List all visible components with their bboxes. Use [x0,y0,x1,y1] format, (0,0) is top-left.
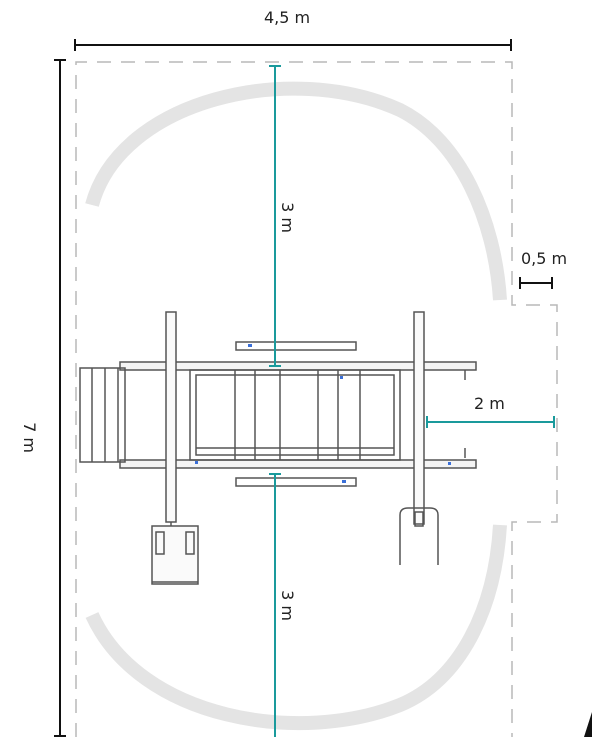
swing-arc-upper [85,81,507,301]
margin-dimension-line [519,277,553,289]
side-clearance-line [426,416,555,428]
length-dimension-line [54,59,66,737]
length-label: 7 m [19,422,39,453]
vertical-clearance-line [269,65,281,737]
equipment-structure [79,311,477,585]
upper-clearance-label: 3 m [277,202,297,233]
corner-arrow-icon [584,712,592,737]
lower-clearance-label: 3 m [277,590,297,621]
width-label: 4,5 m [264,8,311,27]
width-dimension-line [74,39,512,51]
equipment-highlights [195,344,451,483]
dashed-boundary [75,61,558,737]
side-clearance-label: 2 m [474,394,505,413]
safety-margin-label: 0,5 m [521,249,568,268]
swing-arc-lower [85,524,507,731]
